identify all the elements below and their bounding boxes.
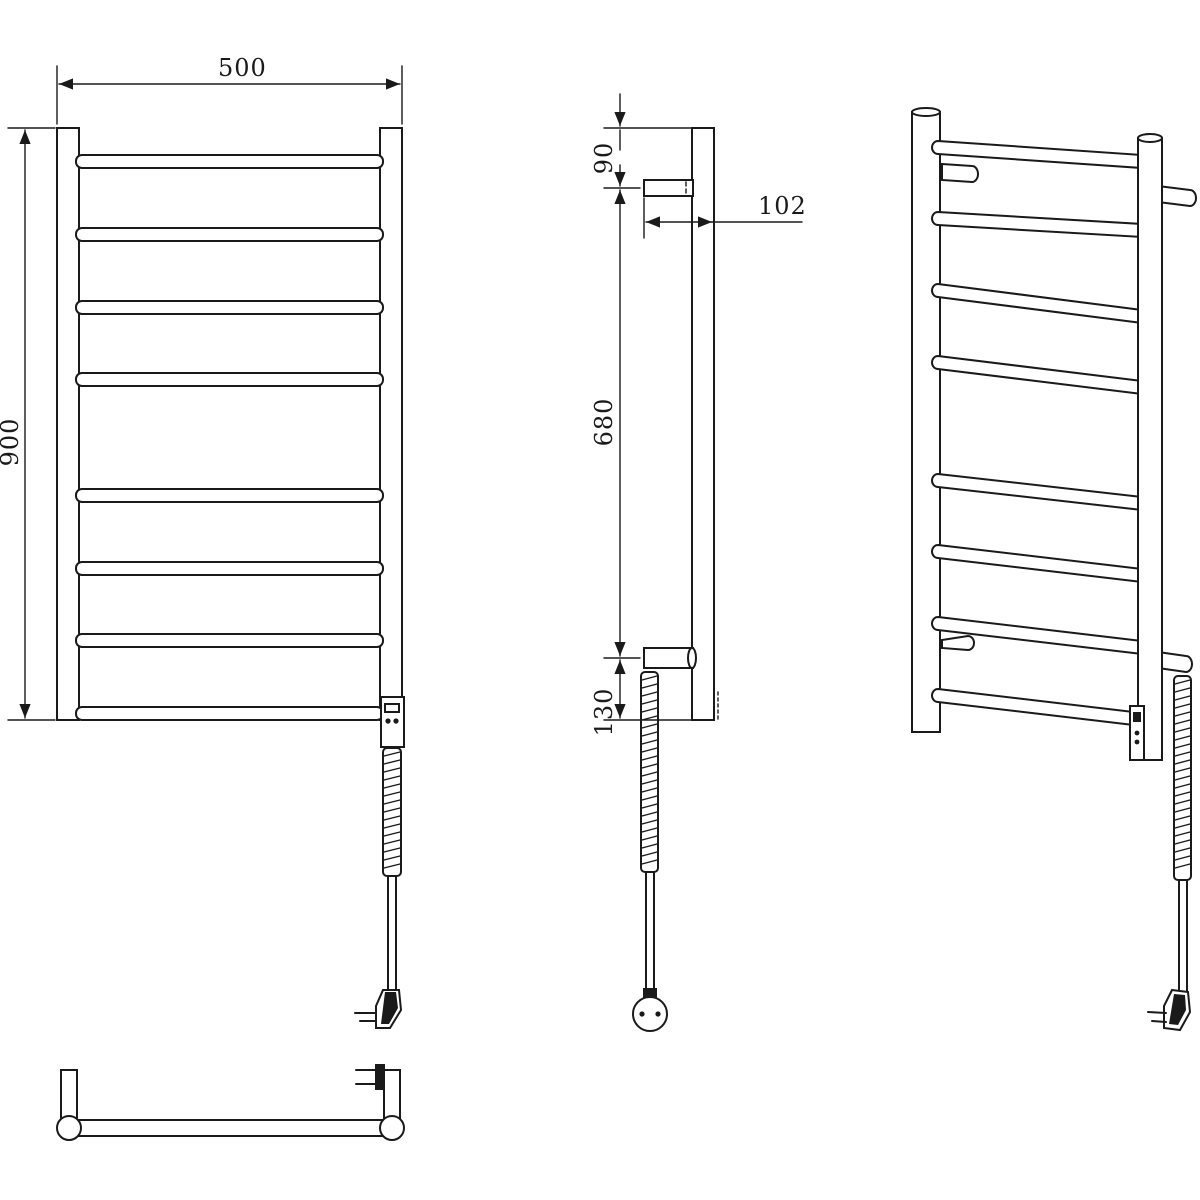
- spring-cable-icon: [382, 747, 402, 993]
- rung: [75, 561, 384, 576]
- front-view: [56, 127, 405, 1029]
- rung: [75, 300, 384, 315]
- bottom-wall-mount: [643, 647, 697, 669]
- plug-icon: [355, 1064, 385, 1090]
- plug-icon: [354, 989, 403, 1029]
- dim-width-label: 500: [218, 54, 267, 82]
- dim-top-offset-label: 90: [590, 142, 618, 175]
- rung: [75, 488, 384, 503]
- rung: [75, 227, 384, 242]
- top-wall-mount: [643, 179, 694, 197]
- perspective-rungs: [931, 139, 1143, 728]
- dim-height-label: 900: [0, 418, 24, 467]
- rung: [75, 633, 384, 648]
- front-right-upright: [379, 127, 403, 721]
- perspective-view: [911, 107, 1197, 1032]
- side-upright: [691, 127, 715, 721]
- side-view: [632, 127, 719, 1032]
- control-unit-icon: [380, 696, 405, 748]
- front-left-upright: [56, 127, 80, 721]
- height-dimension: 900: [0, 127, 56, 721]
- control-unit-icon: [1129, 705, 1145, 761]
- rung: [75, 706, 384, 721]
- perspective-left-upright: [911, 111, 941, 733]
- spring-cable-icon: [1173, 675, 1192, 993]
- side-dimensions: 90 680 130 102: [590, 93, 807, 737]
- perspective-right-upright: [1137, 137, 1163, 761]
- spring-cable-icon: [640, 671, 659, 991]
- plug-icon: [632, 988, 668, 1032]
- dim-bottom-offset-label: 130: [590, 688, 618, 737]
- dim-mount-spacing-label: 680: [590, 398, 618, 447]
- rung: [75, 372, 384, 387]
- front-rungs: [75, 154, 384, 721]
- rung: [75, 154, 384, 169]
- dim-depth-label: 102: [758, 192, 807, 220]
- width-dimension: 500: [56, 54, 403, 125]
- top-view: [56, 1064, 405, 1141]
- plug-icon: [1147, 988, 1192, 1032]
